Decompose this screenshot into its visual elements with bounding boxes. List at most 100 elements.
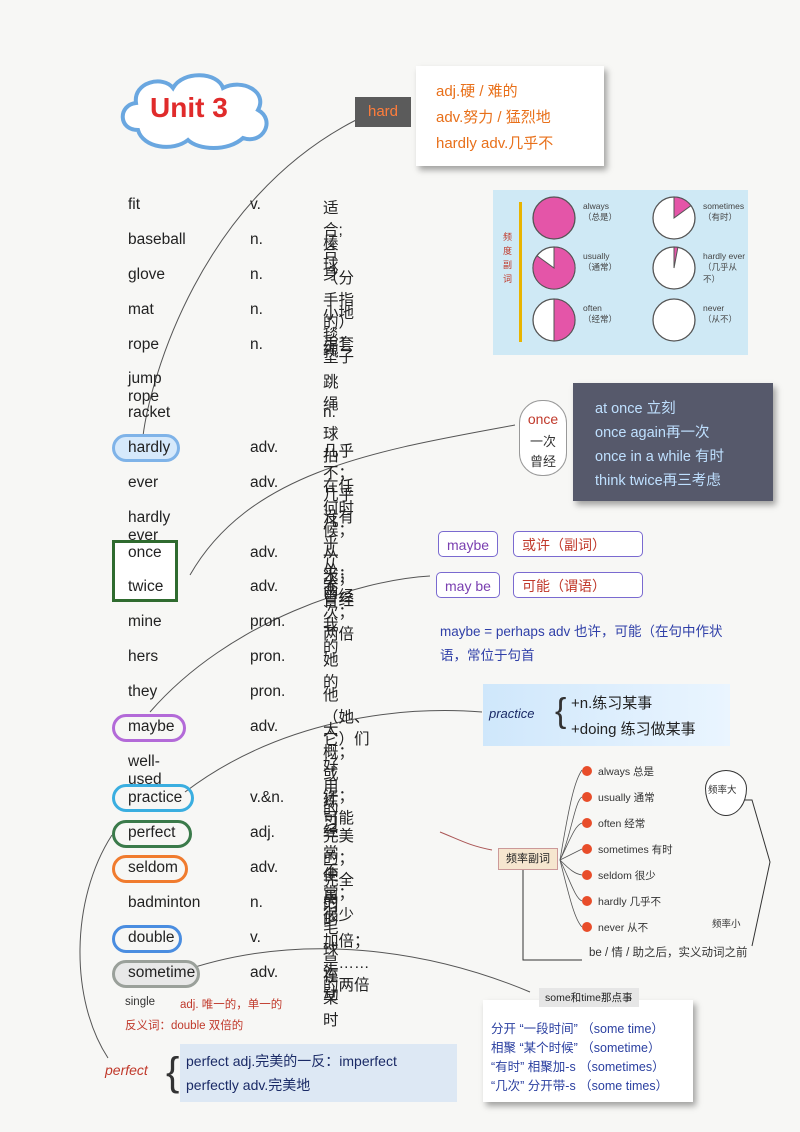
vocab-word: rope bbox=[128, 336, 160, 353]
vocab-meaning: 大概；或许；可能 bbox=[323, 722, 355, 827]
perfect-brace: { bbox=[166, 1050, 180, 1094]
bullet-dot bbox=[582, 818, 592, 828]
freq-low-label: 频率小 bbox=[712, 919, 741, 930]
once-bubble-zh1: 一次 bbox=[529, 434, 556, 449]
vocab-word: fit bbox=[128, 196, 141, 213]
freq-item: usually 通常 bbox=[598, 792, 655, 804]
some-time-line-2: 相聚 “某个时候” （sometime） bbox=[491, 1041, 661, 1055]
once-bubble-zh2: 曾经 bbox=[529, 454, 556, 469]
frequency-pie-en: never bbox=[703, 303, 725, 313]
practice-label: practice bbox=[489, 706, 535, 721]
vocab-meaning: 适合;合身 bbox=[323, 200, 343, 283]
frequency-pie-zh: （几乎从不） bbox=[703, 262, 738, 284]
frequency-pie bbox=[652, 196, 696, 240]
freq-adverb-label: 频率副词 bbox=[498, 848, 558, 870]
vocab-pos: adv. bbox=[250, 544, 279, 561]
frequency-pie-zh: （经常） bbox=[583, 314, 618, 324]
frequency-pie-en: sometimes bbox=[703, 201, 745, 211]
frequency-pie bbox=[532, 246, 576, 290]
some-time-line-3: “有时” 相聚加-s （sometimes） bbox=[491, 1060, 665, 1074]
once-twice-box bbox=[112, 540, 178, 602]
vocab-meaning: 几乎不；几乎没有 bbox=[323, 443, 355, 526]
practice-note: practice { +n.练习某事 +doing 练习做某事 bbox=[483, 684, 730, 746]
frequency-pie-zh: （有时） bbox=[703, 212, 738, 222]
hard-note: adj.硬 / 难的 adv.努力 / 猛烈地 hardly adv.几乎不 bbox=[416, 66, 604, 166]
vocab-pos: v.&n. bbox=[250, 789, 285, 806]
vocab-word: well-used bbox=[128, 753, 162, 788]
vocab-meaning: 完美的；完全的 bbox=[323, 828, 355, 911]
vocab-meaning: 跳绳 bbox=[323, 374, 339, 413]
perfect-highlight bbox=[112, 820, 192, 848]
some-time-note: some和time那点事 分开 “一段时间” （some time） 相聚 “某… bbox=[483, 988, 693, 1102]
frequency-pie-label: sometimes（有时） bbox=[703, 201, 744, 223]
frequency-pie-label: often（经常） bbox=[583, 303, 617, 325]
vocab-meaning: 在某时 bbox=[323, 968, 339, 1029]
vocab-word: perfect bbox=[128, 824, 176, 841]
vocab-meaning: 几乎从不 bbox=[323, 513, 339, 596]
once-line-1: at once 立刻 bbox=[595, 401, 676, 417]
bullet-dot bbox=[582, 844, 592, 854]
vocab-word: jump rope bbox=[128, 370, 162, 405]
frequency-pie-zh: （通常） bbox=[583, 262, 618, 272]
vocab-meaning: 加倍；是……的两倍 bbox=[323, 933, 370, 994]
vocab-meaning: 练习 bbox=[323, 793, 339, 832]
hard-line-3: hardly adv.几乎不 bbox=[436, 135, 554, 152]
frequency-pie-label: always（总是） bbox=[583, 201, 617, 223]
vocab-pos: n. bbox=[250, 231, 263, 248]
vocab-meaning: 在任何时候；从来； 曾经 bbox=[323, 478, 355, 605]
freq-high-label: 频率大 bbox=[708, 785, 737, 796]
freq-item: always 总是 bbox=[598, 766, 655, 778]
maybe-highlight bbox=[112, 714, 186, 742]
vocab-pos: n. bbox=[250, 894, 263, 911]
may-be-word-box: may be bbox=[436, 572, 500, 598]
vocab-word: glove bbox=[128, 266, 166, 283]
practice-line-2: +doing 练习做某事 bbox=[571, 721, 696, 738]
once-line-2: once again再一次 bbox=[595, 425, 710, 441]
vocab-word: they bbox=[128, 683, 158, 700]
freq-position-note: be / 情 / 助之后，实义动词之前 bbox=[589, 947, 748, 959]
once-line-4: think twice再三考虑 bbox=[595, 473, 721, 489]
perfect-line-1: perfect adj.完美的一反：imperfect bbox=[186, 1053, 397, 1069]
bullet-dot bbox=[582, 896, 592, 906]
freq-item: hardly 几乎不 bbox=[598, 896, 662, 908]
maybe-meaning-box: 或许（副词） bbox=[513, 531, 643, 557]
some-time-line-4: “几次” 分开带-s （some times） bbox=[491, 1079, 669, 1093]
perfect-note: perfect adj.完美的一反：imperfect perfectly ad… bbox=[180, 1044, 457, 1102]
vocab-word: once bbox=[128, 544, 162, 561]
vocab-pos: adj. bbox=[250, 824, 275, 841]
vocab-word: hardly ever bbox=[128, 509, 171, 544]
perfect-line-2: perfectly adv.完美地 bbox=[186, 1077, 311, 1093]
maybe-explain: maybe = perhaps adv 也许，可能（在句中作状语，常位于句首 bbox=[440, 624, 723, 663]
vocab-pos: n. bbox=[250, 266, 263, 283]
vocab-word: badminton bbox=[128, 894, 201, 911]
vocab-word: mat bbox=[128, 301, 154, 318]
some-time-title: some和time那点事 bbox=[539, 988, 639, 1007]
page-title: Unit 3 bbox=[150, 92, 228, 123]
vocab-meaning: 不常；很少 bbox=[323, 863, 355, 924]
frequency-pie-label: hardly ever（几乎从不） bbox=[703, 251, 748, 285]
once-note: at once 立刻 once again再一次 once in a while… bbox=[573, 383, 773, 501]
frequency-pie bbox=[532, 196, 576, 240]
frequency-pie bbox=[532, 298, 576, 342]
vocab-pos: pron. bbox=[250, 683, 286, 700]
vocab-word: hardly bbox=[128, 439, 171, 456]
frequency-pie-zh: （从不） bbox=[703, 314, 738, 324]
once-line-3: once in a while 有时 bbox=[595, 449, 724, 465]
hard-tag: hard bbox=[355, 97, 411, 127]
vocab-pos: adv. bbox=[250, 718, 279, 735]
freq-item: never 从不 bbox=[598, 922, 649, 934]
frequency-pie-en: always bbox=[583, 201, 609, 211]
vocab-meaning: 他（她、它）们 bbox=[323, 687, 370, 748]
frequency-pie-en: often bbox=[583, 303, 602, 313]
vocab-pos: adv. bbox=[250, 474, 279, 491]
frequency-pie-en: hardly ever bbox=[703, 251, 746, 261]
hardly-highlight bbox=[112, 434, 180, 462]
vocab-meaning: 我的 bbox=[323, 617, 339, 656]
single-antonym: 反义词：double 双倍的 bbox=[125, 1020, 244, 1032]
vocab-pos: adv. bbox=[250, 859, 279, 876]
double-highlight bbox=[112, 925, 182, 953]
vocab-meaning: 两次；两倍 bbox=[323, 582, 355, 643]
strawberry-icon bbox=[705, 770, 747, 816]
practice-brace: { bbox=[555, 692, 567, 730]
